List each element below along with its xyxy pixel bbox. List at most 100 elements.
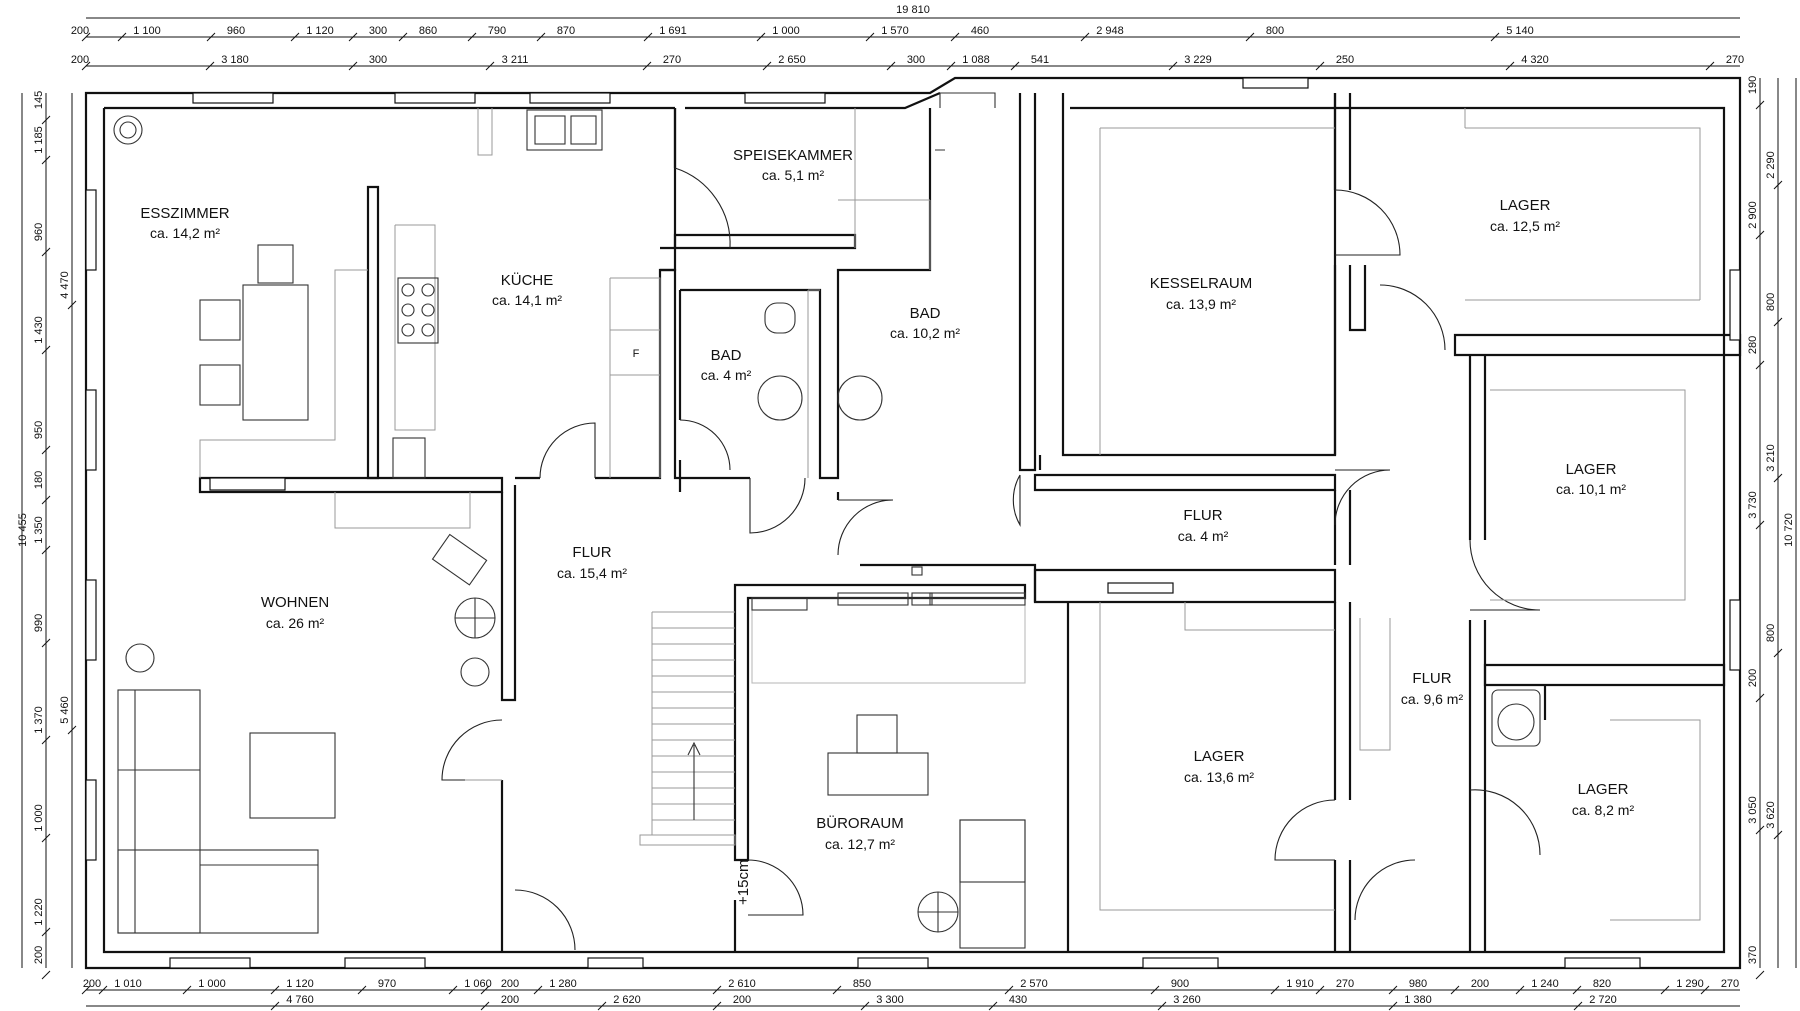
dim-tick bbox=[1010, 61, 1020, 71]
dim-tick bbox=[536, 32, 546, 42]
dim-tick bbox=[886, 61, 896, 71]
dim-label: 1 240 bbox=[1531, 978, 1559, 990]
dim-tick bbox=[988, 1001, 998, 1011]
dim-label: 1 010 bbox=[114, 978, 142, 990]
room-bueroraum: BÜRORAUM ca. 12,7 m² bbox=[816, 814, 904, 852]
dim-tick bbox=[642, 61, 652, 71]
dim-tick bbox=[41, 833, 51, 843]
room-area: ca. 8,2 m² bbox=[1572, 802, 1635, 818]
dim-label: 860 bbox=[419, 25, 437, 37]
dim-tick bbox=[67, 725, 77, 735]
room-name: LAGER bbox=[1566, 461, 1617, 478]
dim-tick bbox=[1572, 985, 1582, 995]
walls bbox=[84, 76, 1742, 970]
dim-label: 2 650 bbox=[778, 54, 806, 66]
dim-label: 1 691 bbox=[659, 25, 687, 37]
dim-tick bbox=[1755, 360, 1765, 370]
dim-tick bbox=[1705, 61, 1715, 71]
dim-tick bbox=[1755, 520, 1765, 530]
dim-label: 430 bbox=[1009, 994, 1027, 1006]
dim-right-total: 10 720 bbox=[1783, 513, 1795, 547]
dim-tick bbox=[41, 345, 51, 355]
dim-tick bbox=[467, 32, 477, 42]
dim-label: 200 bbox=[83, 978, 101, 990]
dim-label: 250 bbox=[1336, 54, 1354, 66]
dim-label: 460 bbox=[971, 25, 989, 37]
dim-tick bbox=[1755, 693, 1765, 703]
dim-tick bbox=[41, 970, 51, 980]
dim-tick bbox=[398, 32, 408, 42]
dim-label: 200 bbox=[71, 54, 89, 66]
dim-label: 2 900 bbox=[1747, 201, 1759, 229]
dim-tick bbox=[946, 61, 956, 71]
dim-label: 1 370 bbox=[33, 706, 45, 734]
room-flur-right: FLUR ca. 9,6 m² bbox=[1401, 670, 1464, 707]
dim-label: 200 bbox=[501, 994, 519, 1006]
dim-label: 200 bbox=[33, 946, 45, 964]
dim-label: 980 bbox=[1409, 978, 1427, 990]
dim-tick bbox=[41, 545, 51, 555]
room-kesselraum: KESSELRAUM ca. 13,9 m² bbox=[1150, 275, 1253, 312]
room-area: ca. 15,4 m² bbox=[557, 565, 627, 581]
dim-label: 2 290 bbox=[1765, 151, 1777, 179]
room-name: BAD bbox=[910, 305, 941, 322]
dim-tick bbox=[81, 32, 91, 42]
dim-label: 4 470 bbox=[59, 271, 71, 299]
dim-label: 800 bbox=[1266, 25, 1284, 37]
room-area: ca. 13,6 m² bbox=[1184, 769, 1254, 785]
dim-label: 950 bbox=[33, 421, 45, 439]
dim-tick bbox=[182, 985, 192, 995]
room-area: ca. 13,9 m² bbox=[1166, 296, 1236, 312]
staircase bbox=[639, 611, 736, 846]
dim-label: 1 000 bbox=[198, 978, 226, 990]
dim-label: 1 120 bbox=[286, 978, 314, 990]
dim-label: 990 bbox=[33, 614, 45, 632]
dim-tick bbox=[1515, 985, 1525, 995]
dim-tick bbox=[480, 1001, 490, 1011]
dim-label: 300 bbox=[907, 54, 925, 66]
dim-label: 1 380 bbox=[1404, 994, 1432, 1006]
dim-tick bbox=[1168, 61, 1178, 71]
room-name: WOHNEN bbox=[261, 594, 329, 611]
dim-label: 5 140 bbox=[1506, 25, 1534, 37]
room-esszimmer: ESSZIMMER ca. 14,2 m² bbox=[140, 205, 229, 241]
dim-label: 960 bbox=[33, 223, 45, 241]
dim-tick bbox=[480, 985, 490, 995]
dim-tick bbox=[1773, 830, 1783, 840]
dim-tick bbox=[117, 32, 127, 42]
dim-label: 1 120 bbox=[306, 25, 334, 37]
dim-label: 870 bbox=[557, 25, 575, 37]
dim-label: 270 bbox=[663, 54, 681, 66]
room-name: KÜCHE bbox=[501, 271, 554, 289]
dim-label: 820 bbox=[1593, 978, 1611, 990]
dim-label: 1 430 bbox=[33, 316, 45, 344]
dim-label: 2 570 bbox=[1020, 978, 1048, 990]
dim-label: 3 260 bbox=[1173, 994, 1201, 1006]
dim-label: 3 210 bbox=[1765, 444, 1777, 472]
room-name: LAGER bbox=[1500, 197, 1551, 214]
dim-label: 1 290 bbox=[1676, 978, 1704, 990]
dim-tick bbox=[81, 985, 91, 995]
room-name: BÜRORAUM bbox=[816, 814, 904, 832]
dim-label: 1 000 bbox=[33, 804, 45, 832]
dim-label: 3 730 bbox=[1747, 491, 1759, 519]
room-area: ca. 4 m² bbox=[701, 367, 752, 383]
dim-tick bbox=[1773, 317, 1783, 327]
dim-tick bbox=[1755, 230, 1765, 240]
dim-tick bbox=[1755, 100, 1765, 110]
room-name: FLUR bbox=[1183, 507, 1222, 524]
room-lager-4: LAGER ca. 8,2 m² bbox=[1572, 781, 1635, 818]
dim-label: 270 bbox=[1726, 54, 1744, 66]
doors bbox=[441, 167, 1541, 951]
dim-label: 1 185 bbox=[33, 126, 45, 154]
room-kueche: KÜCHE ca. 14,1 m² bbox=[492, 271, 562, 308]
dim-tick bbox=[41, 115, 51, 125]
dim-tick bbox=[205, 61, 215, 71]
room-wohnen: WOHNEN ca. 26 m² bbox=[261, 594, 329, 631]
dim-tick bbox=[270, 985, 280, 995]
room-area: ca. 10,2 m² bbox=[890, 325, 960, 341]
dim-label: 3 211 bbox=[502, 54, 529, 66]
dim-label: 3 229 bbox=[1184, 54, 1212, 66]
